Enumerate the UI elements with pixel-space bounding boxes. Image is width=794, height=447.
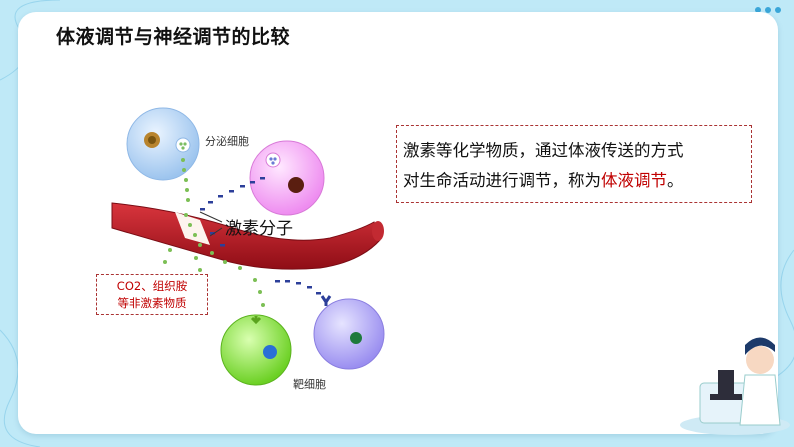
hormone-molecule-label: 激素分子 <box>225 219 293 239</box>
secretory-cell-label: 分泌细胞 <box>205 135 249 148</box>
non-hormone-line-1: CO2、组织胺 <box>116 279 188 293</box>
target-cell-label: 靶细胞 <box>293 378 326 391</box>
definition-line-2-prefix: 对生命活动进行调节，称为 <box>403 171 601 190</box>
definition-line-1: 激素等化学物质，通过体液传送的方式 <box>403 141 684 160</box>
definition-line-2: 对生命活动进行调节，称为体液调节。 <box>403 166 741 196</box>
pink-secretory-cell <box>249 140 325 216</box>
definition-textbox: 激素等化学物质，通过体液传送的方式 对生命活动进行调节，称为体液调节。 <box>396 125 752 203</box>
highlight-term: 体液调节 <box>601 171 667 190</box>
non-hormone-callout: CO2、组织胺 等非激素物质 <box>96 274 208 315</box>
secretory-cell <box>126 107 200 181</box>
definition-line-2-suffix: 。 <box>667 171 684 190</box>
target-cell-green <box>220 314 292 386</box>
non-hormone-line-2: 等非激素物质 <box>117 296 187 310</box>
scientist-illustration <box>680 337 790 435</box>
page-title: 体液调节与神经调节的比较 <box>56 26 291 48</box>
target-cell-purple <box>313 295 385 370</box>
decorative-dots <box>755 7 781 13</box>
